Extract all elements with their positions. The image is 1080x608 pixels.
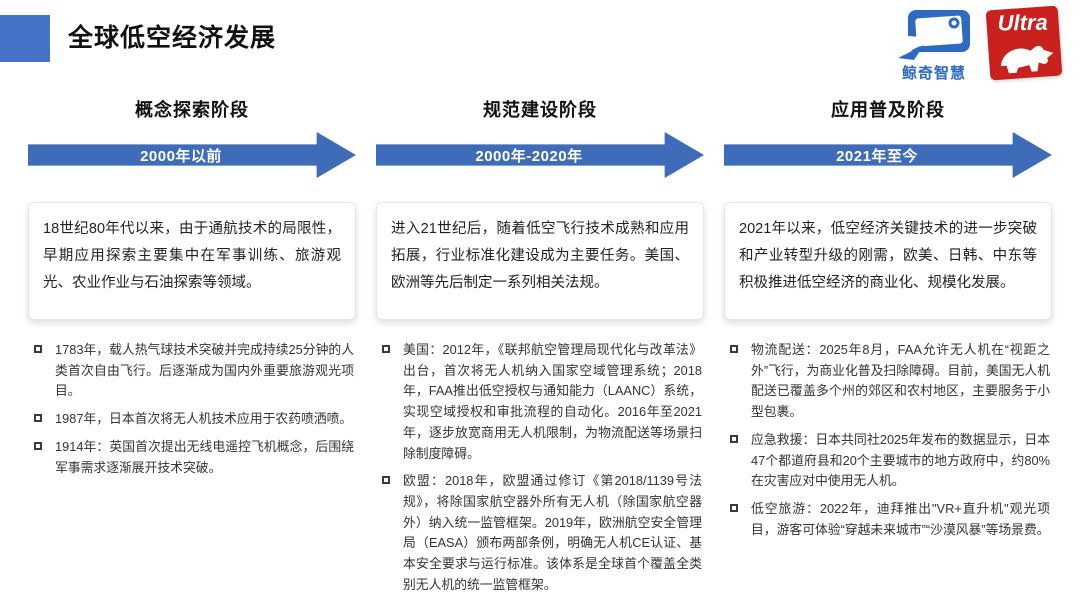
stage-1-timeline-arrow: 2000年以前 bbox=[28, 132, 356, 178]
bullet-text: 美国：2012年，《联邦航空管理局现代化与改革法》出台，首次将无人机纳入国家空域… bbox=[403, 342, 702, 461]
list-item: 应急救援：日本共同社2025年发布的数据显示，日本47个都道府县和20个主要城市… bbox=[730, 430, 1050, 492]
list-item: 1783年，载人热气球技术突破并完成持续25分钟的人类首次自由飞行。后逐渐成为国… bbox=[34, 340, 354, 402]
bullet-text: 欧盟：2018年，欧盟通过修订《第2018/1139号法规》，将除国家航空器外所… bbox=[403, 473, 702, 592]
list-item: 1987年，日本首次将无人机技术应用于农药喷洒喷。 bbox=[34, 409, 354, 430]
stage-3-timeline-arrow: 2021年至今 bbox=[724, 132, 1052, 178]
ultra-logo: Ultra bbox=[985, 5, 1063, 81]
square-bullet-icon bbox=[34, 345, 42, 353]
stage-column-3: 应用普及阶段 2021年至今 2021年以来，低空经济关键技术的进一步突破和产业… bbox=[724, 96, 1052, 603]
logo-group: 鲸奇智慧 Ultra bbox=[894, 5, 1063, 83]
stage-1-title: 概念探索阶段 bbox=[135, 100, 249, 120]
page-title: 全球低空经济发展 bbox=[68, 24, 277, 52]
rhino-icon bbox=[1000, 45, 1054, 74]
stage-3-bullet-list: 物流配送：2025年8月，FAA允许无人机在“视距之外”飞行，为商业化普及扫除障… bbox=[724, 340, 1052, 540]
square-bullet-icon bbox=[730, 345, 738, 353]
square-bullet-icon bbox=[382, 476, 390, 485]
list-item: 低空旅游：2022年，迪拜推出"VR+直升机"观光项目，游客可体验“穿越未来城市… bbox=[730, 499, 1050, 540]
list-item: 1914年：英国首次提出无线电遥控飞机概念，后围绕军事需求逐渐展开技术突破。 bbox=[34, 437, 354, 478]
stage-3-title: 应用普及阶段 bbox=[831, 100, 945, 120]
square-bullet-icon bbox=[34, 414, 42, 423]
square-bullet-icon bbox=[730, 504, 738, 513]
title-accent-block bbox=[0, 15, 50, 62]
list-item: 欧盟：2018年，欧盟通过修订《第2018/1139号法规》，将除国家航空器外所… bbox=[382, 471, 702, 595]
stage-2-timeline-arrow: 2000年-2020年 bbox=[376, 132, 704, 178]
stage-1-period: 2000年以前 bbox=[140, 147, 222, 165]
stage-1-bullet-list: 1783年，载人热气球技术突破并完成持续25分钟的人类首次自由飞行。后逐渐成为国… bbox=[28, 340, 356, 478]
bullet-text: 1914年：英国首次提出无线电遥控飞机概念，后围绕军事需求逐渐展开技术突破。 bbox=[55, 438, 354, 475]
jingqi-logo-text: 鲸奇智慧 bbox=[901, 65, 966, 82]
stage-column-2: 规范建设阶段 2000年-2020年 进入21世纪后，随着低空飞行技术成熟和应用… bbox=[376, 96, 704, 603]
square-bullet-icon bbox=[34, 441, 42, 450]
list-item: 美国：2012年，《联邦航空管理局现代化与改革法》出台，首次将无人机纳入国家空域… bbox=[382, 340, 702, 464]
bullet-text: 1783年，载人热气球技术突破并完成持续25分钟的人类首次自由飞行。后逐渐成为国… bbox=[55, 342, 354, 399]
stage-3-period: 2021年至今 bbox=[836, 147, 918, 165]
bullet-text: 低空旅游：2022年，迪拜推出"VR+直升机"观光项目，游客可体验“穿越未来城市… bbox=[751, 501, 1050, 537]
whale-laptop-icon bbox=[898, 10, 970, 60]
square-bullet-icon bbox=[382, 345, 390, 353]
stage-1-summary-card: 18世纪80年代以来，由于通航技术的局限性，早期应用探索主要集中在军事训练、旅游… bbox=[28, 202, 356, 320]
bullet-text: 1987年，日本首次将无人机技术应用于农药喷洒喷。 bbox=[55, 411, 353, 427]
stage-2-bullet-list: 美国：2012年，《联邦航空管理局现代化与改革法》出台，首次将无人机纳入国家空域… bbox=[376, 340, 704, 596]
stage-3-summary-card: 2021年以来，低空经济关键技术的进一步突破和产业转型升级的刚需，欧美、日韩、中… bbox=[724, 202, 1052, 320]
ultra-logo-text: Ultra bbox=[997, 9, 1048, 36]
bullet-text: 物流配送：2025年8月，FAA允许无人机在“视距之外”飞行，为商业化普及扫除障… bbox=[751, 342, 1050, 420]
stage-columns: 概念探索阶段 2000年以前 18世纪80年代以来，由于通航技术的局限性，早期应… bbox=[0, 96, 1080, 603]
stage-column-1: 概念探索阶段 2000年以前 18世纪80年代以来，由于通航技术的局限性，早期应… bbox=[28, 96, 356, 603]
jingqi-logo: 鲸奇智慧 bbox=[894, 8, 974, 83]
square-bullet-icon bbox=[730, 434, 738, 443]
slide-header: 全球低空经济发展 鲸奇智慧 Ultra bbox=[0, 0, 1080, 96]
list-item: 物流配送：2025年8月，FAA允许无人机在“视距之外”飞行，为商业化普及扫除障… bbox=[730, 340, 1050, 423]
stage-2-period: 2000年-2020年 bbox=[475, 147, 583, 165]
stage-2-summary-card: 进入21世纪后，随着低空飞行技术成熟和应用拓展，行业标准化建设成为主要任务。美国… bbox=[376, 202, 704, 320]
bullet-text: 应急救援：日本共同社2025年发布的数据显示，日本47个都道府县和20个主要城市… bbox=[751, 431, 1050, 489]
stage-2-title: 规范建设阶段 bbox=[483, 100, 597, 120]
